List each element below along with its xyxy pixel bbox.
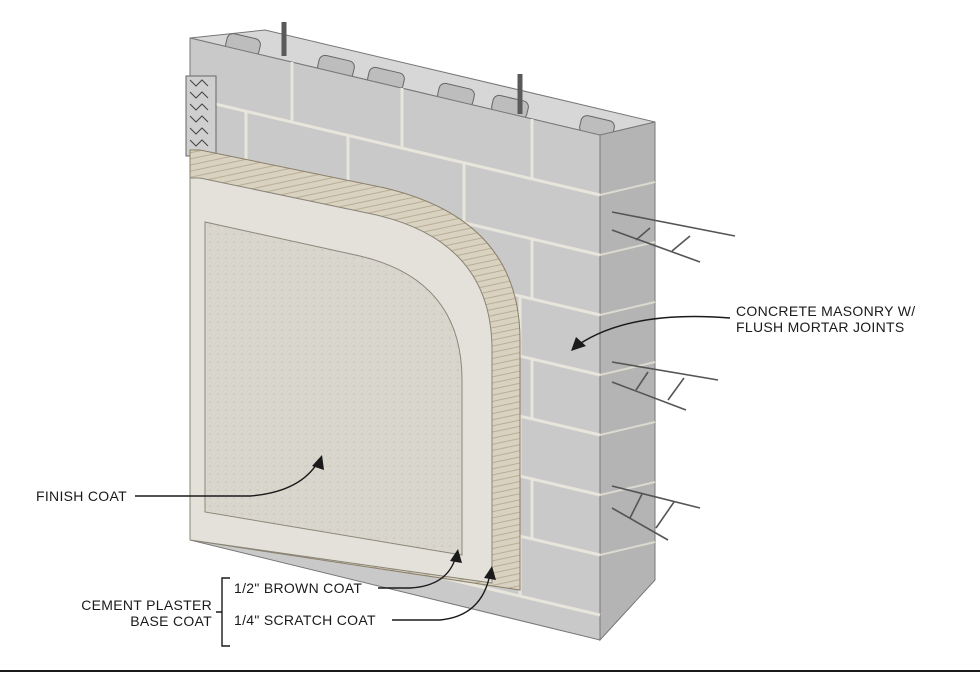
scratch-coat-label: 1/4" SCRATCH COAT	[234, 612, 376, 628]
finish-coat-layer	[204, 221, 463, 556]
side-mortar-joints	[599, 181, 656, 556]
masonry-label-line1: CONCRETE MASONRY W/	[736, 303, 916, 319]
metal-lath-strip	[185, 75, 217, 157]
wall-side-face	[599, 121, 656, 642]
finish-coat-label: FINISH COAT	[36, 488, 127, 504]
brown-coat-label: 1/2" BROWN COAT	[234, 580, 363, 596]
base-coat-group-line1: CEMENT PLASTER	[81, 597, 212, 613]
leader-lines	[135, 315, 731, 647]
joint-reinforcement	[611, 211, 736, 541]
masonry-label-line2: FLUSH MORTAR JOINTS	[736, 319, 905, 335]
leader-brown-coat	[378, 555, 457, 589]
base-coat-group-line2: BASE COAT	[130, 613, 212, 629]
leader-finish-coat	[135, 461, 319, 497]
leader-scratch-coat	[392, 573, 491, 621]
leader-masonry	[577, 315, 731, 346]
base-coat-bracket	[216, 577, 230, 647]
